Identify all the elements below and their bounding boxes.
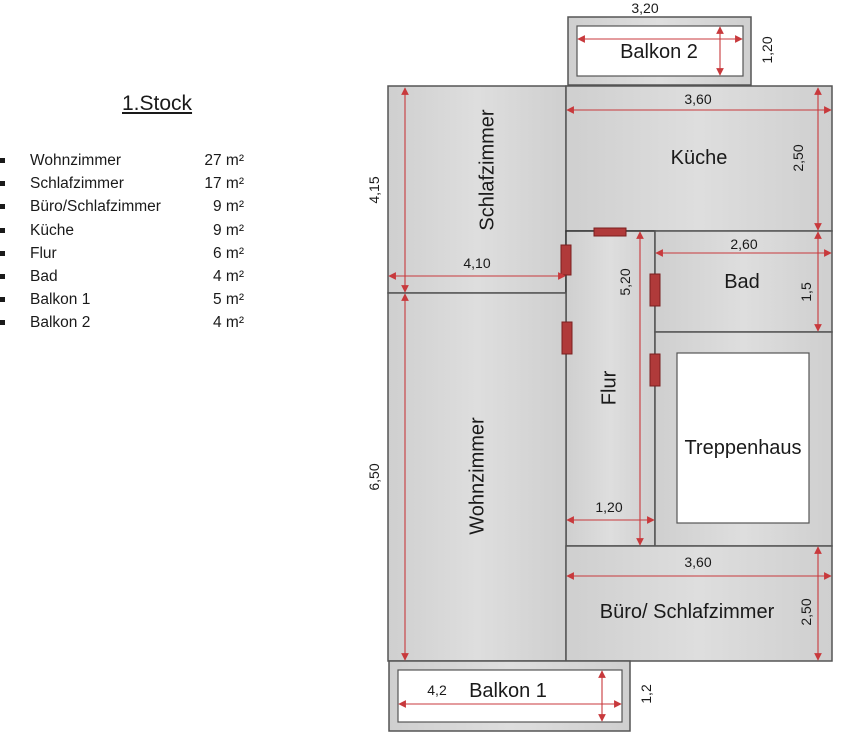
room-area: 17 m² bbox=[204, 175, 244, 193]
buero-label: Büro/ Schlafzimmer bbox=[600, 601, 775, 623]
dim-label-flur-w: 1,20 bbox=[595, 499, 622, 515]
balkon-2-inner bbox=[576, 25, 744, 77]
dimension-lines bbox=[388, 26, 832, 722]
door-wohnzimmer bbox=[561, 321, 573, 355]
dimension-labels: 3,20 1,20 3,60 2,50 4,15 4,10 2,60 1,5 5… bbox=[366, 0, 814, 704]
room-buero bbox=[565, 545, 833, 662]
list-item: Büro/Schlafzimmer 9 m² bbox=[0, 196, 250, 219]
door-kueche bbox=[593, 227, 627, 237]
balkon-1-label: Balkon 1 bbox=[469, 680, 547, 702]
dim-label-balkon2-h: 1,20 bbox=[759, 36, 775, 63]
dim-label-wohn-h: 6,50 bbox=[366, 463, 382, 490]
balkon-2: Balkon 2 bbox=[567, 16, 752, 86]
list-item: Balkon 2 4 m² bbox=[0, 312, 250, 335]
doors bbox=[560, 227, 661, 387]
room-name: Balkon 2 bbox=[30, 314, 91, 332]
room-name: Wohnzimmer bbox=[30, 152, 122, 169]
room-schlafzimmer bbox=[387, 85, 567, 294]
bullet-icon bbox=[0, 250, 5, 256]
dim-label-schlaf-w: 4,10 bbox=[463, 255, 490, 271]
bullet-icon bbox=[0, 158, 5, 163]
treppenhaus-label: Treppenhaus bbox=[684, 437, 801, 459]
room-bad bbox=[654, 230, 833, 333]
list-item: Flur 6 m² bbox=[0, 243, 250, 266]
bullet-icon bbox=[0, 204, 5, 210]
dim-label-flur-h: 5,20 bbox=[617, 268, 633, 295]
list-item: Bad 4 m² bbox=[0, 266, 250, 289]
balkon-2-label: Balkon 2 bbox=[620, 41, 698, 63]
bullet-icon bbox=[0, 320, 5, 326]
dim-label-buero-h: 2,50 bbox=[798, 598, 814, 625]
room-area: 9 m² bbox=[213, 221, 244, 239]
bullet-icon bbox=[0, 227, 5, 233]
room-name: Küche bbox=[30, 221, 74, 239]
list-item: Balkon 1 5 m² bbox=[0, 289, 250, 312]
bad-label: Bad bbox=[724, 271, 760, 293]
room-name: Flur bbox=[30, 244, 57, 262]
dim-label-kueche-h: 2,50 bbox=[790, 144, 806, 171]
door-bad bbox=[649, 273, 661, 307]
room-area: 6 m² bbox=[213, 244, 244, 262]
list-item: Wohnzimmer 27 m² bbox=[0, 150, 250, 173]
balkon-1-inner bbox=[397, 669, 623, 723]
bullet-icon bbox=[0, 297, 5, 303]
room-name: Büro/Schlafzimmer bbox=[30, 198, 161, 216]
dim-label-kueche-w: 3,60 bbox=[684, 91, 711, 107]
balkon-1: Balkon 1 bbox=[388, 660, 631, 732]
room-area: 9 m² bbox=[213, 198, 244, 216]
dim-label-schlaf-h: 4,15 bbox=[366, 176, 382, 203]
room-wohnzimmer bbox=[387, 292, 567, 662]
room-area: 4 m² bbox=[213, 314, 244, 332]
door-treppenhaus bbox=[649, 353, 661, 387]
schlafzimmer-label: Schlafzimmer bbox=[476, 109, 498, 230]
flur-label: Flur bbox=[598, 370, 620, 405]
stairwell-opening bbox=[676, 352, 810, 524]
room-name: Bad bbox=[30, 267, 58, 285]
dim-label-bad-h: 1,5 bbox=[798, 282, 814, 302]
dim-label-balkon1-w: 4,2 bbox=[427, 682, 447, 698]
room-area: 27 m² bbox=[204, 152, 244, 169]
dim-label-buero-w: 3,60 bbox=[684, 554, 711, 570]
door-schlafzimmer bbox=[560, 244, 572, 276]
kueche-label: Küche bbox=[671, 147, 728, 169]
room-area: 5 m² bbox=[213, 291, 244, 309]
room-area: 4 m² bbox=[213, 267, 244, 285]
floor-title: 1.Stock bbox=[122, 92, 193, 115]
list-item: Küche 9 m² bbox=[0, 220, 250, 243]
dim-label-balkon2-w: 3,20 bbox=[631, 0, 658, 16]
bullet-icon bbox=[0, 181, 5, 187]
bullet-icon bbox=[0, 273, 5, 279]
dim-label-balkon1-h: 1,2 bbox=[638, 684, 654, 704]
dim-label-bad-w: 2,60 bbox=[730, 236, 757, 252]
wohnzimmer-label: Wohnzimmer bbox=[466, 417, 488, 535]
room-area-list: Wohnzimmer 27 m² Schlafzimmer 17 m² Büro/S… bbox=[0, 150, 250, 336]
room-name: Balkon 1 bbox=[30, 291, 91, 309]
room-name: Schlafzimmer bbox=[30, 175, 124, 193]
list-item: Schlafzimmer 17 m² bbox=[0, 173, 250, 196]
